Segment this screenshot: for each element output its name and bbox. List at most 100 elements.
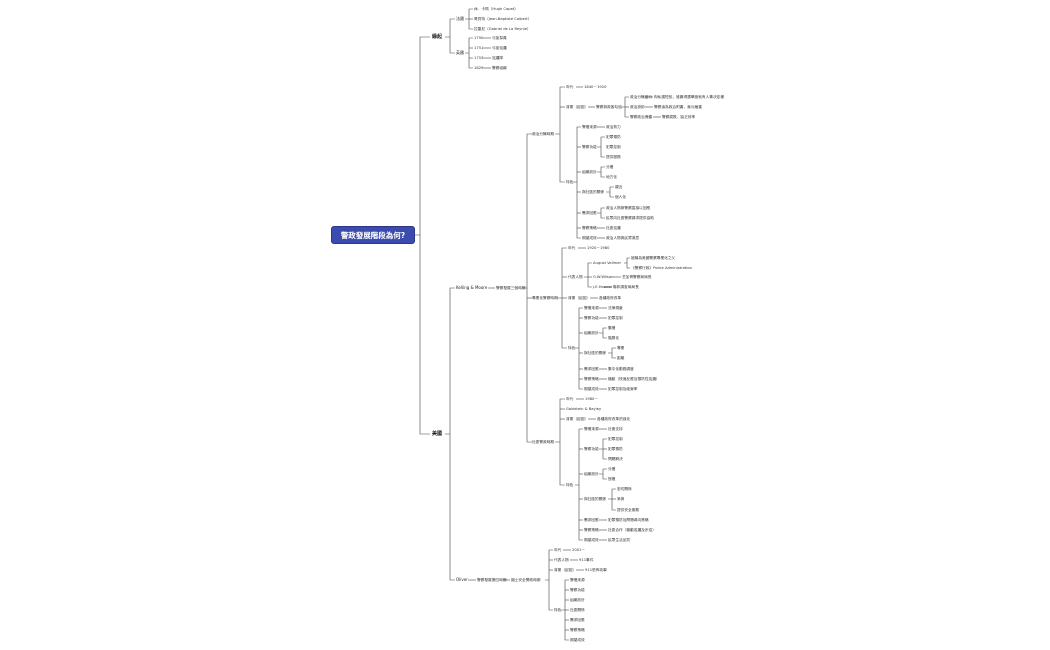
uk-year-1[interactable]: 1750 [474,36,484,40]
topic-usa[interactable]: 美國 [432,431,443,437]
homeland-people-key[interactable]: 代表人物 [554,558,569,562]
topic-fourth-period[interactable]: 警察發展第四時期 [477,578,507,582]
uk-year-4[interactable]: 1829 [474,66,484,70]
professional-feat-strategy[interactable]: 警察策略 [584,377,599,381]
community-comm-2[interactable]: 參與 [617,497,625,501]
professional-feat-demand[interactable]: 需求回應 [584,367,599,371]
community-feat-demand[interactable]: 需求回應 [584,518,599,522]
professional-people-key[interactable]: 代表人物 [568,275,583,279]
political-years-value[interactable]: 1840－1920 [584,85,607,89]
community-org-2[interactable]: 授權 [608,477,616,481]
community-demand-value[interactable]: 犯罪預防及問題導向策略 [608,518,649,522]
community-feat-org[interactable]: 組織設計 [584,472,599,476]
community-feat-outcome[interactable]: 期望成效 [584,538,599,542]
professional-feat-community[interactable]: 與社區的關係 [584,351,607,355]
person-vollmer[interactable]: August Vollmer [593,261,621,265]
community-background-key[interactable]: 背景（起因） [566,417,589,421]
political-demand-2[interactable]: 民眾向社區警察請求提供協助 [606,216,654,220]
community-features[interactable]: 特色 [566,483,574,487]
community-feat-strategy[interactable]: 警察策略 [584,528,599,532]
political-comm-2[interactable]: 個人化 [615,195,627,199]
homeland-feat-4[interactable]: 社區關係 [570,608,585,612]
vollmer-item-1[interactable]: 被稱為美國警察專業化之父 [631,256,676,260]
homeland-people-value[interactable]: 911事件 [579,558,594,562]
community-comm-3[interactable]: 提供安全服務 [617,508,640,512]
hoover-item[interactable]: 聯邦調查局局長 [613,285,639,289]
homeland-background-value[interactable]: 911恐怖攻擊 [585,568,607,572]
professional-features[interactable]: 特色 [568,346,576,350]
france-item-2[interactable]: 哥貝特（Jean-Baptiste Colbert） [474,17,532,21]
uk-item-1[interactable]: 弓街探員 [492,36,507,40]
professional-feat-function[interactable]: 警察功能 [584,316,599,320]
political-bg-item-2[interactable]: 政治掛帥 [630,105,645,109]
community-feat-function[interactable]: 警察功能 [584,447,599,451]
community-comm-1[interactable]: 密切關係 [617,487,632,491]
community-func-1[interactable]: 犯罪控制 [608,437,623,441]
topic-homeland-security[interactable]: 國土安全警政時期 [511,578,541,582]
homeland-feat-2[interactable]: 警察功能 [570,588,585,592]
france-item-3[interactable]: 拉雷尼（Gabriel de La Reynie） [474,27,531,31]
professional-org-2[interactable]: 階層化 [608,336,620,340]
political-bg-item-3[interactable]: 警察政治傀儡 [630,115,653,119]
topic-uk[interactable]: 英國 [456,50,464,55]
professional-feat-org[interactable]: 組織設計 [584,331,599,335]
political-strategy-value[interactable]: 社區巡邏 [606,226,621,230]
topic-professional-era[interactable]: 專業化警察時期 [532,296,558,300]
community-feat-community[interactable]: 與社區的關係 [584,497,607,501]
political-outcome-value[interactable]: 政治人物與民眾滿意 [606,236,640,240]
topic-oliver[interactable]: Oliver [456,577,468,582]
uk-item-3[interactable]: 巡邏隊 [492,56,504,60]
political-background-value[interactable]: 警察與政客勾結 [596,105,622,109]
professional-years-key[interactable]: 年代 [568,246,576,250]
france-item-1[interactable]: 休．卡佩（Hugh Capet） [474,7,518,11]
professional-power-value[interactable]: 法律規章 [608,306,623,310]
political-feat-outcome[interactable]: 期望成效 [582,236,597,240]
homeland-background-key[interactable]: 背景（起因） [554,568,577,572]
professional-outcome-value[interactable]: 犯罪控制及破案率 [608,387,638,391]
political-feat-demand[interactable]: 需求回應 [582,211,597,215]
topic-three-periods[interactable]: 警察發展三個時期 [496,286,526,290]
community-years-value[interactable]: 1980－ [585,397,599,401]
vollmer-item-2[interactable]: 《警察行政》Police Administration [631,266,692,270]
community-feat-power[interactable]: 警權來源 [584,427,599,431]
political-feat-strategy[interactable]: 警察策略 [582,226,597,230]
community-background-value[interactable]: 各種政府改革的強化 [597,417,631,421]
topic-kelling-moore[interactable]: Kelling & Moore [456,285,488,290]
political-func-2[interactable]: 犯罪控制 [606,145,621,149]
community-outcome-value[interactable]: 民眾生活品質 [608,538,631,542]
professional-strategy-value[interactable]: 機動（快速反應及預防性巡邏） [608,377,660,381]
community-func-2[interactable]: 犯罪預防 [608,447,623,451]
professional-background-value[interactable]: 各種政府改革 [599,296,622,300]
wilson-item[interactable]: 芝加哥警察局局長 [622,275,652,279]
uk-item-4[interactable]: 警察組織 [492,66,507,70]
political-func-3[interactable]: 提供服務 [606,155,621,159]
political-power-value[interactable]: 政治勢力 [606,125,621,129]
homeland-years-value[interactable]: 2001－ [572,548,586,552]
professional-org-1[interactable]: 集權 [608,326,616,330]
professional-func-value[interactable]: 犯罪控制 [608,316,623,320]
homeland-feat-6[interactable]: 警察策略 [570,628,585,632]
political-background-key[interactable]: 背景（起因） [566,105,589,109]
root-topic[interactable]: 警政發展階段為何? [331,226,415,244]
person-hoover[interactable]: J.E.Hoover [593,285,613,289]
professional-background-key[interactable]: 背景（起因） [568,296,591,300]
homeland-features[interactable]: 特色 [554,608,562,612]
political-bg-detail-1[interactable]: 徇私護短依，誰贏得選舉誰就有人事決定權 [654,95,725,99]
political-years-key[interactable]: 年代 [566,85,574,89]
homeland-feat-7[interactable]: 期望成效 [570,638,585,642]
political-org-2[interactable]: 地方化 [606,175,618,179]
homeland-feat-3[interactable]: 組織設計 [570,598,585,602]
community-org-1[interactable]: 分權 [608,467,616,471]
political-feat-community[interactable]: 與社區的關係 [582,190,605,194]
political-feat-org[interactable]: 組織設計 [582,170,597,174]
uk-year-3[interactable]: 1753 [474,56,484,60]
political-demand-1[interactable]: 政治人物與警察直接以回應 [606,206,651,210]
political-feat-function[interactable]: 警察功能 [582,145,597,149]
homeland-feat-1[interactable]: 警權來源 [570,578,585,582]
professional-demand-value[interactable]: 集中化勤務調度 [608,367,634,371]
professional-comm-1[interactable]: 專業 [617,346,625,350]
professional-comm-2[interactable]: 距離 [617,356,625,360]
professional-feat-power[interactable]: 警權來源 [584,306,599,310]
political-org-1[interactable]: 分權 [606,165,614,169]
community-people[interactable]: Goldstein & Bayley [566,407,602,411]
